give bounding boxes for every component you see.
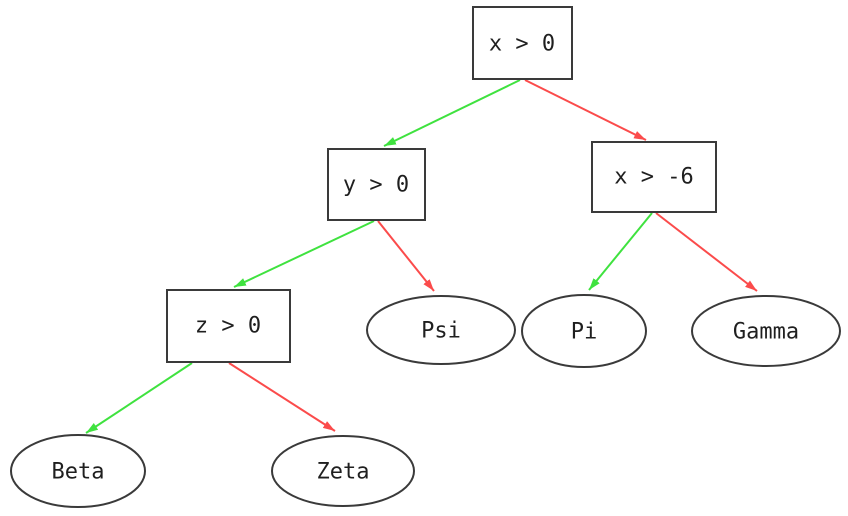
- decision-node-root-box: [472, 6, 573, 80]
- edge-z-gt-0-false-to-zeta: [228, 362, 336, 432]
- leaf-node-zeta-label: Zeta: [317, 460, 370, 485]
- decision-node-y-gt-0-label: y > 0: [343, 173, 409, 198]
- leaf-node-pi: Pi: [521, 294, 647, 368]
- decision-node-root: x > 0: [472, 6, 573, 80]
- leaf-node-beta: Beta: [10, 434, 146, 508]
- leaf-node-beta-ellipse: [10, 434, 146, 508]
- leaf-node-pi-ellipse: [521, 294, 647, 368]
- edge-z-gt-0-true-to-beta: [85, 362, 193, 434]
- leaf-node-psi-ellipse: [366, 295, 516, 365]
- leaf-node-gamma-label: Gamma: [733, 320, 799, 345]
- decision-node-x-gt-neg6-label: x > -6: [614, 165, 693, 190]
- edge-root-false-to-x-gt-neg6: [524, 79, 647, 141]
- edge-y-gt-0-true-to-z-gt-0: [233, 220, 375, 288]
- leaf-node-gamma: Gamma: [691, 295, 841, 367]
- decision-node-z-gt-0-box: [166, 289, 291, 363]
- leaf-node-zeta: Zeta: [271, 435, 415, 507]
- leaf-node-psi-label: Psi: [421, 319, 461, 344]
- leaf-node-zeta-ellipse: [271, 435, 415, 507]
- decision-node-y-gt-0-box: [327, 148, 426, 221]
- leaf-node-gamma-ellipse: [691, 295, 841, 367]
- decision-node-y-gt-0: y > 0: [327, 148, 426, 221]
- edge-y-gt-0-false-to-psi: [377, 220, 435, 292]
- edge-x-gt-neg6-false-to-gamma: [655, 212, 758, 292]
- leaf-node-pi-label: Pi: [571, 320, 598, 345]
- decision-node-x-gt-neg6: x > -6: [591, 141, 717, 213]
- decision-node-x-gt-neg6-box: [591, 141, 717, 213]
- leaf-node-psi: Psi: [366, 295, 516, 365]
- decision-node-z-gt-0: z > 0: [166, 289, 291, 363]
- decision-node-z-gt-0-label: z > 0: [195, 314, 261, 339]
- leaf-node-beta-label: Beta: [52, 460, 105, 485]
- edge-root-true-to-y-gt-0: [383, 79, 521, 147]
- edge-x-gt-neg6-true-to-pi: [588, 212, 653, 291]
- decision-node-root-label: x > 0: [489, 32, 555, 57]
